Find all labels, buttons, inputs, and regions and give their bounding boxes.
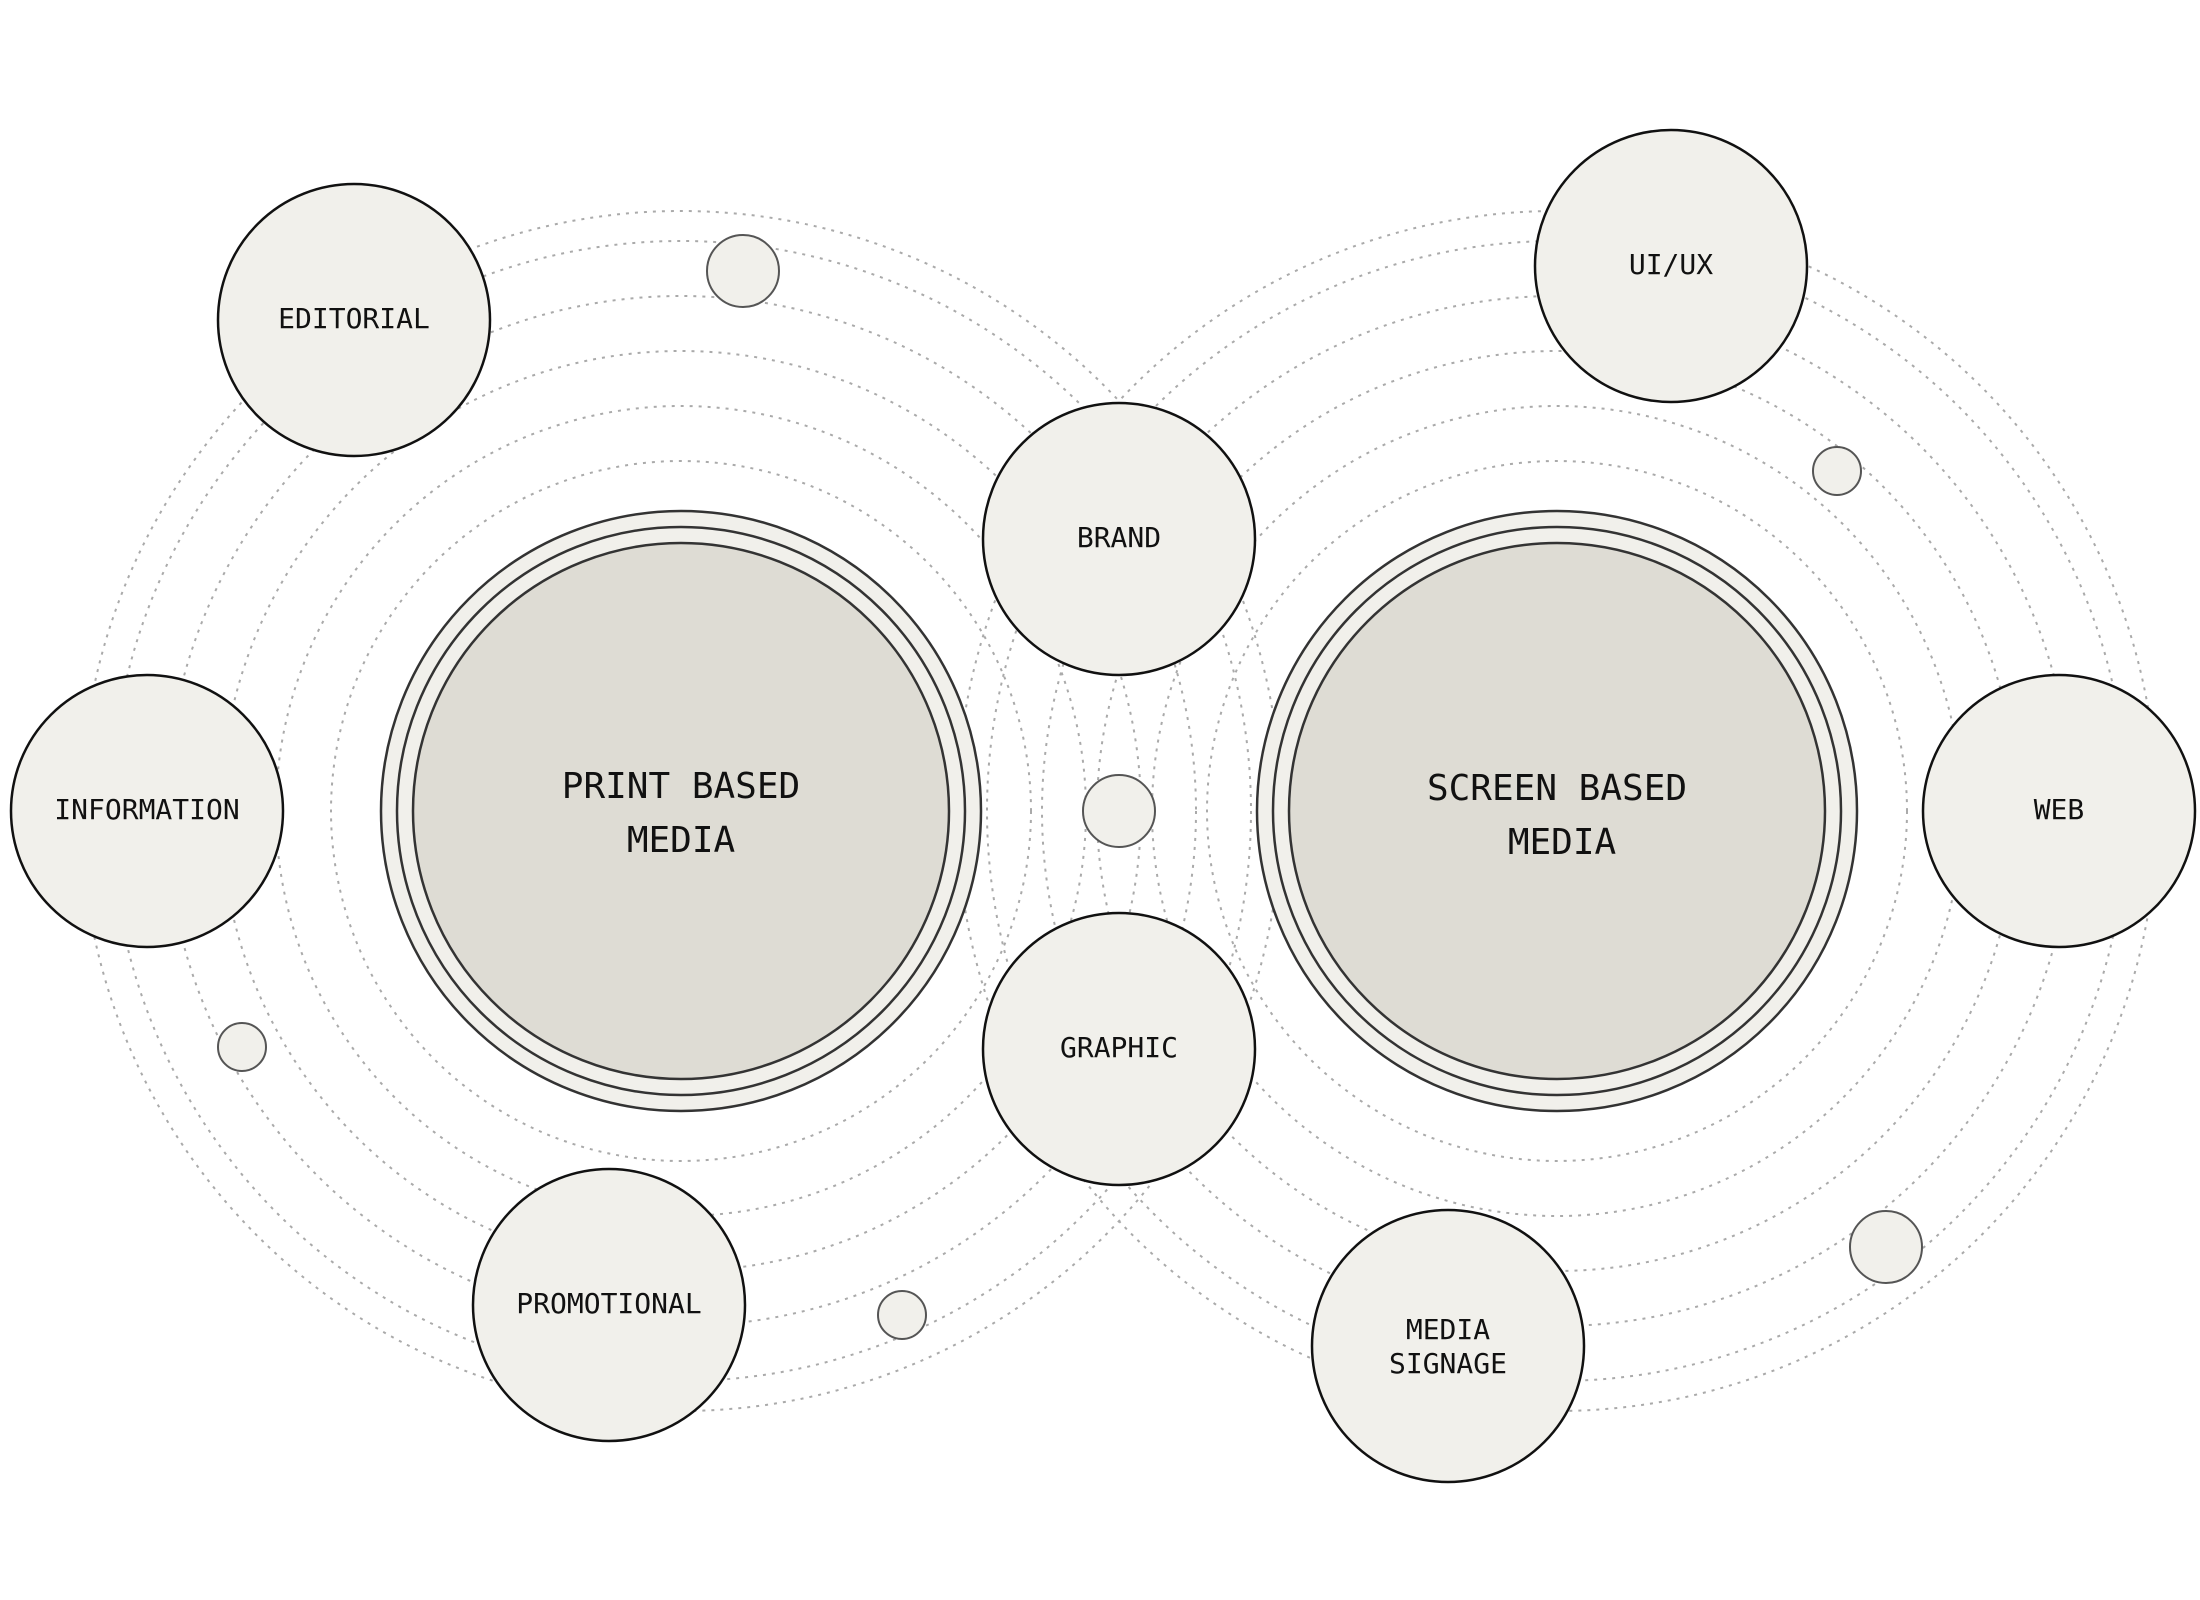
print-hub-label-line2: MEDIA — [627, 820, 736, 861]
print-hub-label-line1: PRINT BASED — [562, 766, 800, 807]
print-hub-core — [411, 541, 951, 1081]
screen-hub-label-line1: SCREEN BASED — [1427, 768, 1687, 809]
small-satellite-nodes — [217, 234, 1923, 1340]
field-node-web[interactable]: WEB — [1921, 673, 2197, 949]
small-satellite-node — [1849, 1210, 1923, 1284]
brand-node-label: BRAND — [1077, 521, 1161, 554]
field-node-ui-ux[interactable]: UI/UX — [1533, 128, 1809, 404]
field-node-graphic[interactable]: GRAPHIC — [981, 911, 1257, 1187]
screen-hub-core — [1287, 541, 1827, 1081]
small-satellite-node — [217, 1022, 267, 1072]
field-node-editorial[interactable]: EDITORIAL — [216, 182, 492, 458]
promotional-node-circle — [471, 1167, 747, 1443]
graphic-node-label: GRAPHIC — [1060, 1031, 1178, 1064]
small-satellite-node — [1812, 446, 1862, 496]
field-node-brand[interactable]: BRAND — [981, 401, 1257, 677]
print-based-media-hub: PRINT BASED MEDIA — [379, 509, 983, 1113]
small-satellite-node — [877, 1290, 927, 1340]
media-signage-label-line2: SIGNAGE — [1389, 1347, 1507, 1380]
small-satellite-node — [706, 234, 780, 308]
small-satellite-node — [1082, 774, 1156, 848]
print-orbit-ring — [110, 240, 1252, 1382]
editorial-node-label: EDITORIAL — [278, 302, 430, 335]
screen-hub-label-line2: MEDIA — [1508, 822, 1617, 863]
ui-ux-node-circle — [1533, 128, 1809, 404]
print-orbit-ring — [165, 295, 1197, 1327]
promotional-node-label: PROMOTIONAL — [516, 1287, 701, 1320]
editorial-node-circle — [216, 182, 492, 458]
field-node-media-signage[interactable]: MEDIA SIGNAGE — [1310, 1208, 1586, 1484]
screen-orbit-ring — [1206, 460, 1908, 1162]
media-signage-node-circle — [1310, 1208, 1586, 1484]
print-orbit-ring — [330, 460, 1032, 1162]
field-node-information[interactable]: INFORMATION — [9, 673, 285, 949]
media-signage-label-line1: MEDIA — [1406, 1313, 1490, 1346]
web-node-circle — [1921, 673, 2197, 949]
brand-node-circle — [981, 401, 1257, 677]
information-node-label: INFORMATION — [54, 793, 239, 826]
screen-based-media-hub: SCREEN BASED MEDIA — [1255, 509, 1859, 1113]
web-node-label: WEB — [2034, 793, 2085, 826]
information-node-circle — [9, 673, 285, 949]
ui-ux-node-label: UI/UX — [1629, 248, 1713, 281]
graphic-node-circle — [981, 911, 1257, 1187]
field-node-promotional[interactable]: PROMOTIONAL — [471, 1167, 747, 1443]
